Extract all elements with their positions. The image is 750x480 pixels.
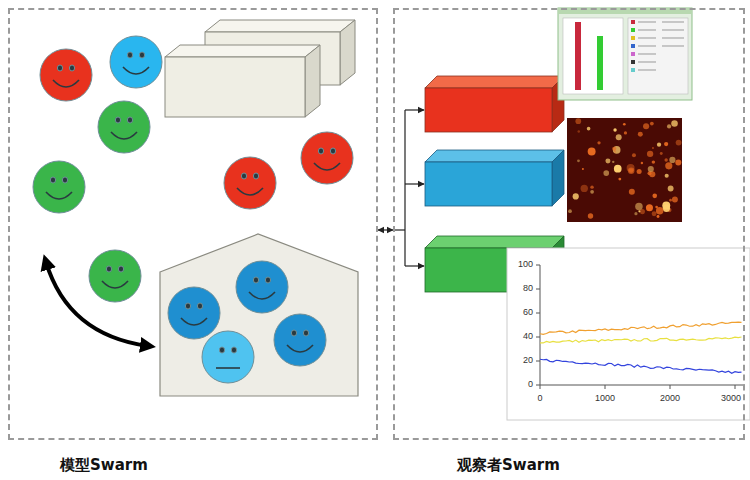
house-shape	[160, 234, 358, 396]
axis-tick-label: 1000	[585, 393, 625, 404]
axis-tick-label: 0	[525, 393, 555, 404]
axis-tick-label: 40	[503, 331, 533, 342]
swarm-panel: 观察者Swarm	[393, 8, 745, 440]
axis-tick-label: 80	[503, 283, 533, 294]
agent-faces	[33, 36, 353, 383]
link-arrow	[378, 229, 393, 230]
panel-caption: 观察者Swarm	[457, 456, 560, 475]
axis-tick-label: 3000	[715, 393, 747, 404]
axis-tick-label: 2000	[650, 393, 690, 404]
axis-tick-label: 60	[503, 307, 533, 318]
swarm-panel: 模型Swarm	[8, 8, 378, 440]
move-arrow	[46, 262, 148, 346]
panel-caption: 模型Swarm	[60, 456, 148, 475]
bar-chart-window	[558, 8, 692, 100]
axis-tick-label: 20	[503, 355, 533, 366]
axis-tick-label: 100	[503, 259, 533, 270]
resource-blocks	[165, 20, 355, 117]
axis-tick-label: 0	[503, 379, 533, 390]
heatmap	[567, 118, 682, 222]
line-chart-window	[507, 248, 750, 420]
